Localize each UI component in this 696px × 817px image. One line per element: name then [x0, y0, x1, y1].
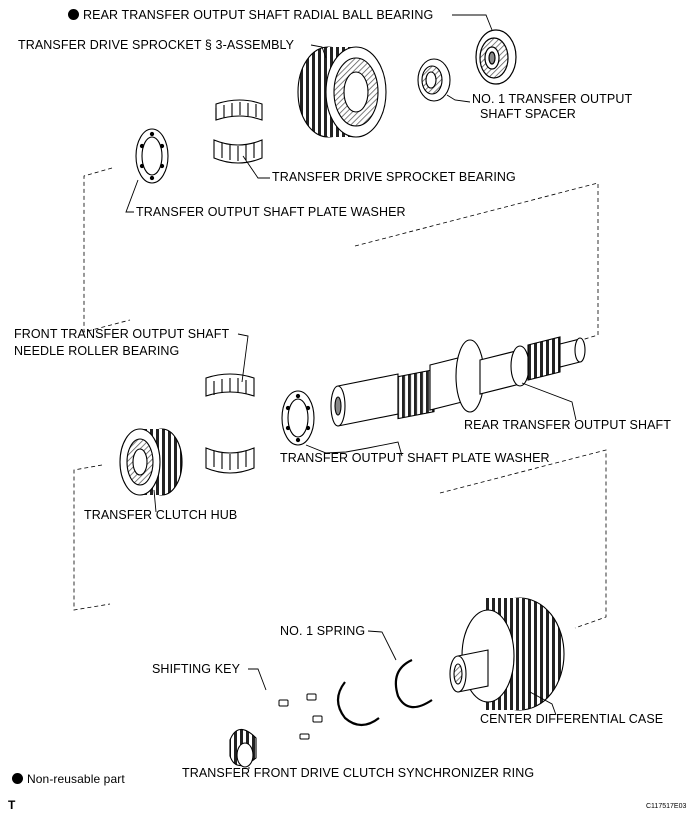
label-spacer-line2: SHAFT SPACER: [480, 107, 576, 121]
clutch-hub-part: [119, 428, 183, 496]
figure-code: C117517E03: [646, 803, 687, 810]
label-drive-sprocket: TRANSFER DRIVE SPROCKET § 3-ASSEMBLY: [18, 38, 295, 52]
label-rear-output-shaft: REAR TRANSFER OUTPUT SHAFT: [464, 418, 672, 432]
plate-washer-lower-part: [281, 390, 315, 446]
leader-lines: [125, 14, 577, 769]
label-sync-ring: TRANSFER FRONT DRIVE CLUTCH SYNCHRONIZER…: [182, 766, 535, 780]
plate-washer-upper-part: [135, 128, 169, 184]
alignment-guides: [73, 167, 607, 629]
label-rear-ball-bearing: REAR TRANSFER OUTPUT SHAFT RADIAL BALL B…: [68, 8, 433, 22]
legend: Non-reusable part: [12, 772, 125, 786]
label-clutch-hub: TRANSFER CLUTCH HUB: [84, 508, 238, 522]
rear-output-shaft-part: [330, 336, 586, 427]
sprocket-bearing-part: [213, 99, 263, 164]
corner-letter: T: [8, 798, 16, 812]
spring-part: [336, 658, 433, 727]
label-needle-bearing-line2: NEEDLE ROLLER BEARING: [14, 344, 180, 358]
label-spacer-line1: NO. 1 TRANSFER OUTPUT: [472, 92, 633, 106]
needle-roller-bearing-part: [205, 373, 255, 474]
center-differential-case-part: [449, 597, 565, 711]
label-center-diff-case: CENTER DIFFERENTIAL CASE: [480, 712, 664, 726]
synchronizer-ring-part: [229, 728, 257, 768]
non-reusable-marker-icon: [68, 9, 79, 20]
label-spring: NO. 1 SPRING: [280, 624, 366, 638]
legend-text: Non-reusable part: [27, 772, 125, 786]
legend-non-reusable-icon: [12, 773, 23, 784]
label-shifting-key: SHIFTING KEY: [152, 662, 241, 676]
drive-sprocket-part: [297, 46, 387, 138]
rear-ball-bearing-part: [475, 29, 517, 85]
label-plate-washer-lower: TRANSFER OUTPUT SHAFT PLATE WASHER: [280, 451, 550, 465]
shaft-spacer-part: [417, 58, 451, 102]
label-sprocket-bearing: TRANSFER DRIVE SPROCKET BEARING: [272, 170, 516, 184]
label-needle-bearing-line1: FRONT TRANSFER OUTPUT SHAFT: [14, 327, 230, 341]
shifting-key-part: [278, 693, 323, 740]
label-plate-washer-upper: TRANSFER OUTPUT SHAFT PLATE WASHER: [136, 205, 406, 219]
